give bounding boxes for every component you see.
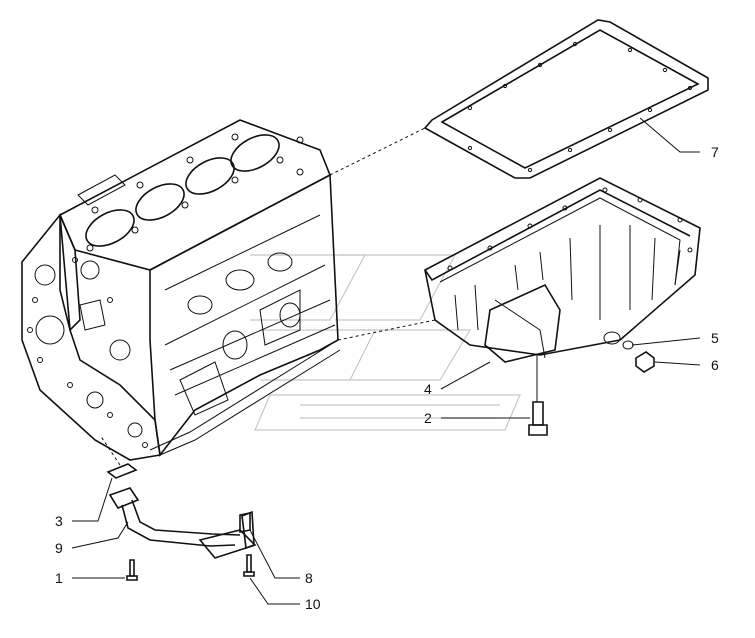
callout-2: 2 [424,410,432,426]
pan-bolt [528,355,548,436]
oil-suction-pipe [99,434,257,559]
drain-washer [622,340,634,350]
callout-10: 10 [305,596,321,612]
callout-3: 3 [55,513,63,529]
callout-9: 9 [55,540,63,556]
oil-pan-gasket [423,19,709,179]
callout-leaders [71,117,701,605]
callout-6: 6 [711,357,719,373]
callout-5: 5 [711,330,719,346]
pipe-bolt-1 [126,559,138,581]
pipe-bolt-10 [243,554,255,577]
callout-8: 8 [305,570,313,586]
watermark-logo [250,254,521,431]
callout-1: 1 [55,570,63,586]
engine-block [21,119,341,461]
callout-4: 4 [424,381,432,397]
drain-plug [635,351,655,373]
oil-pan [329,127,701,363]
callout-7: 7 [711,144,719,160]
